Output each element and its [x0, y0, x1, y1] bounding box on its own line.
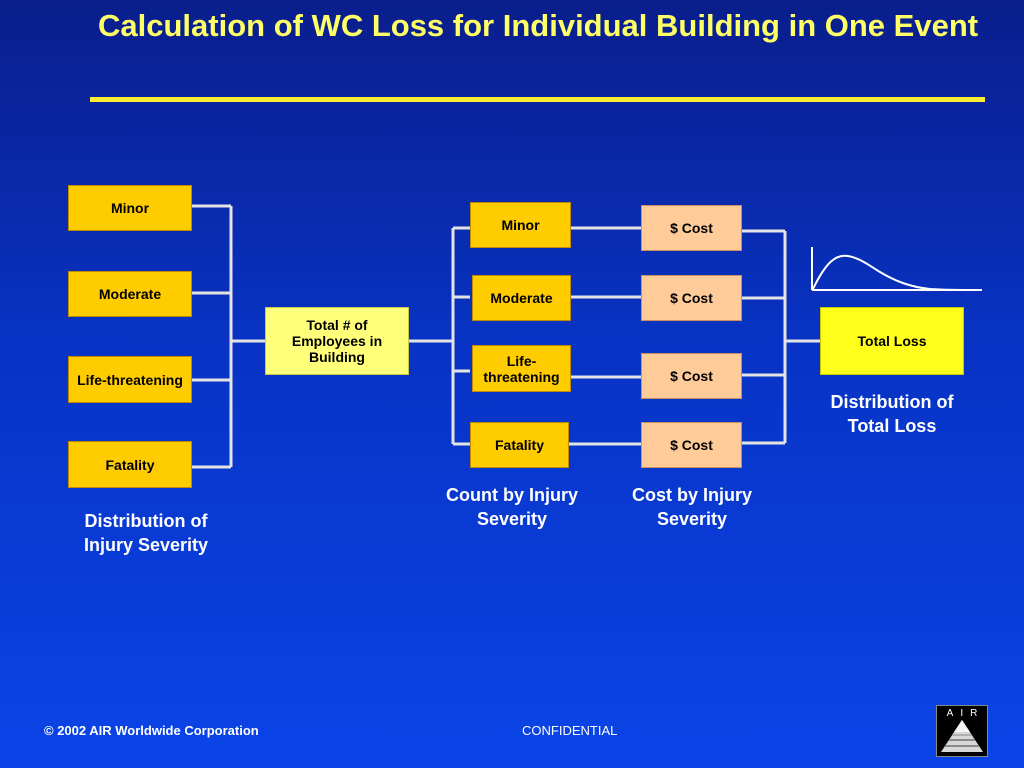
count-box-moderate: Moderate	[472, 275, 571, 321]
count-box-fatality: Fatality	[470, 422, 569, 468]
count-box-life-threatening: Life-threatening	[472, 345, 571, 392]
severity-box-fatality: Fatality	[68, 441, 192, 488]
total-employees-box: Total # of Employees in Building	[265, 307, 409, 375]
air-logo-text: AIR	[946, 708, 985, 719]
cost-box-life-threatening: $ Cost	[641, 353, 742, 399]
caption-cost-by-injury-severity: Cost by Injury Severity	[631, 485, 752, 529]
cost-box-minor: $ Cost	[641, 205, 742, 251]
confidential-label: CONFIDENTIAL	[522, 723, 618, 738]
caption-distribution-of-total-loss: Distribution of Total Loss	[830, 392, 954, 436]
caption-count-by-injury-severity: Count by Injury Severity	[446, 485, 578, 529]
caption-distribution-of-injury-severity: Distribution of Injury Severity	[83, 511, 209, 555]
cost-box-moderate: $ Cost	[641, 275, 742, 321]
severity-box-moderate: Moderate	[68, 271, 192, 317]
air-logo: AIR	[936, 705, 988, 757]
severity-box-life-threatening: Life-threatening	[68, 356, 192, 403]
cost-box-fatality: $ Cost	[641, 422, 742, 468]
severity-box-minor: Minor	[68, 185, 192, 231]
distribution-curve-icon	[811, 247, 982, 291]
total-loss-box: Total Loss	[820, 307, 964, 375]
copyright-text: © 2002 AIR Worldwide Corporation	[44, 723, 259, 738]
slide-title: Calculation of WC Loss for Individual Bu…	[98, 8, 979, 43]
pyramid-icon	[941, 720, 983, 752]
count-box-minor: Minor	[470, 202, 571, 248]
title-underline	[90, 97, 985, 102]
